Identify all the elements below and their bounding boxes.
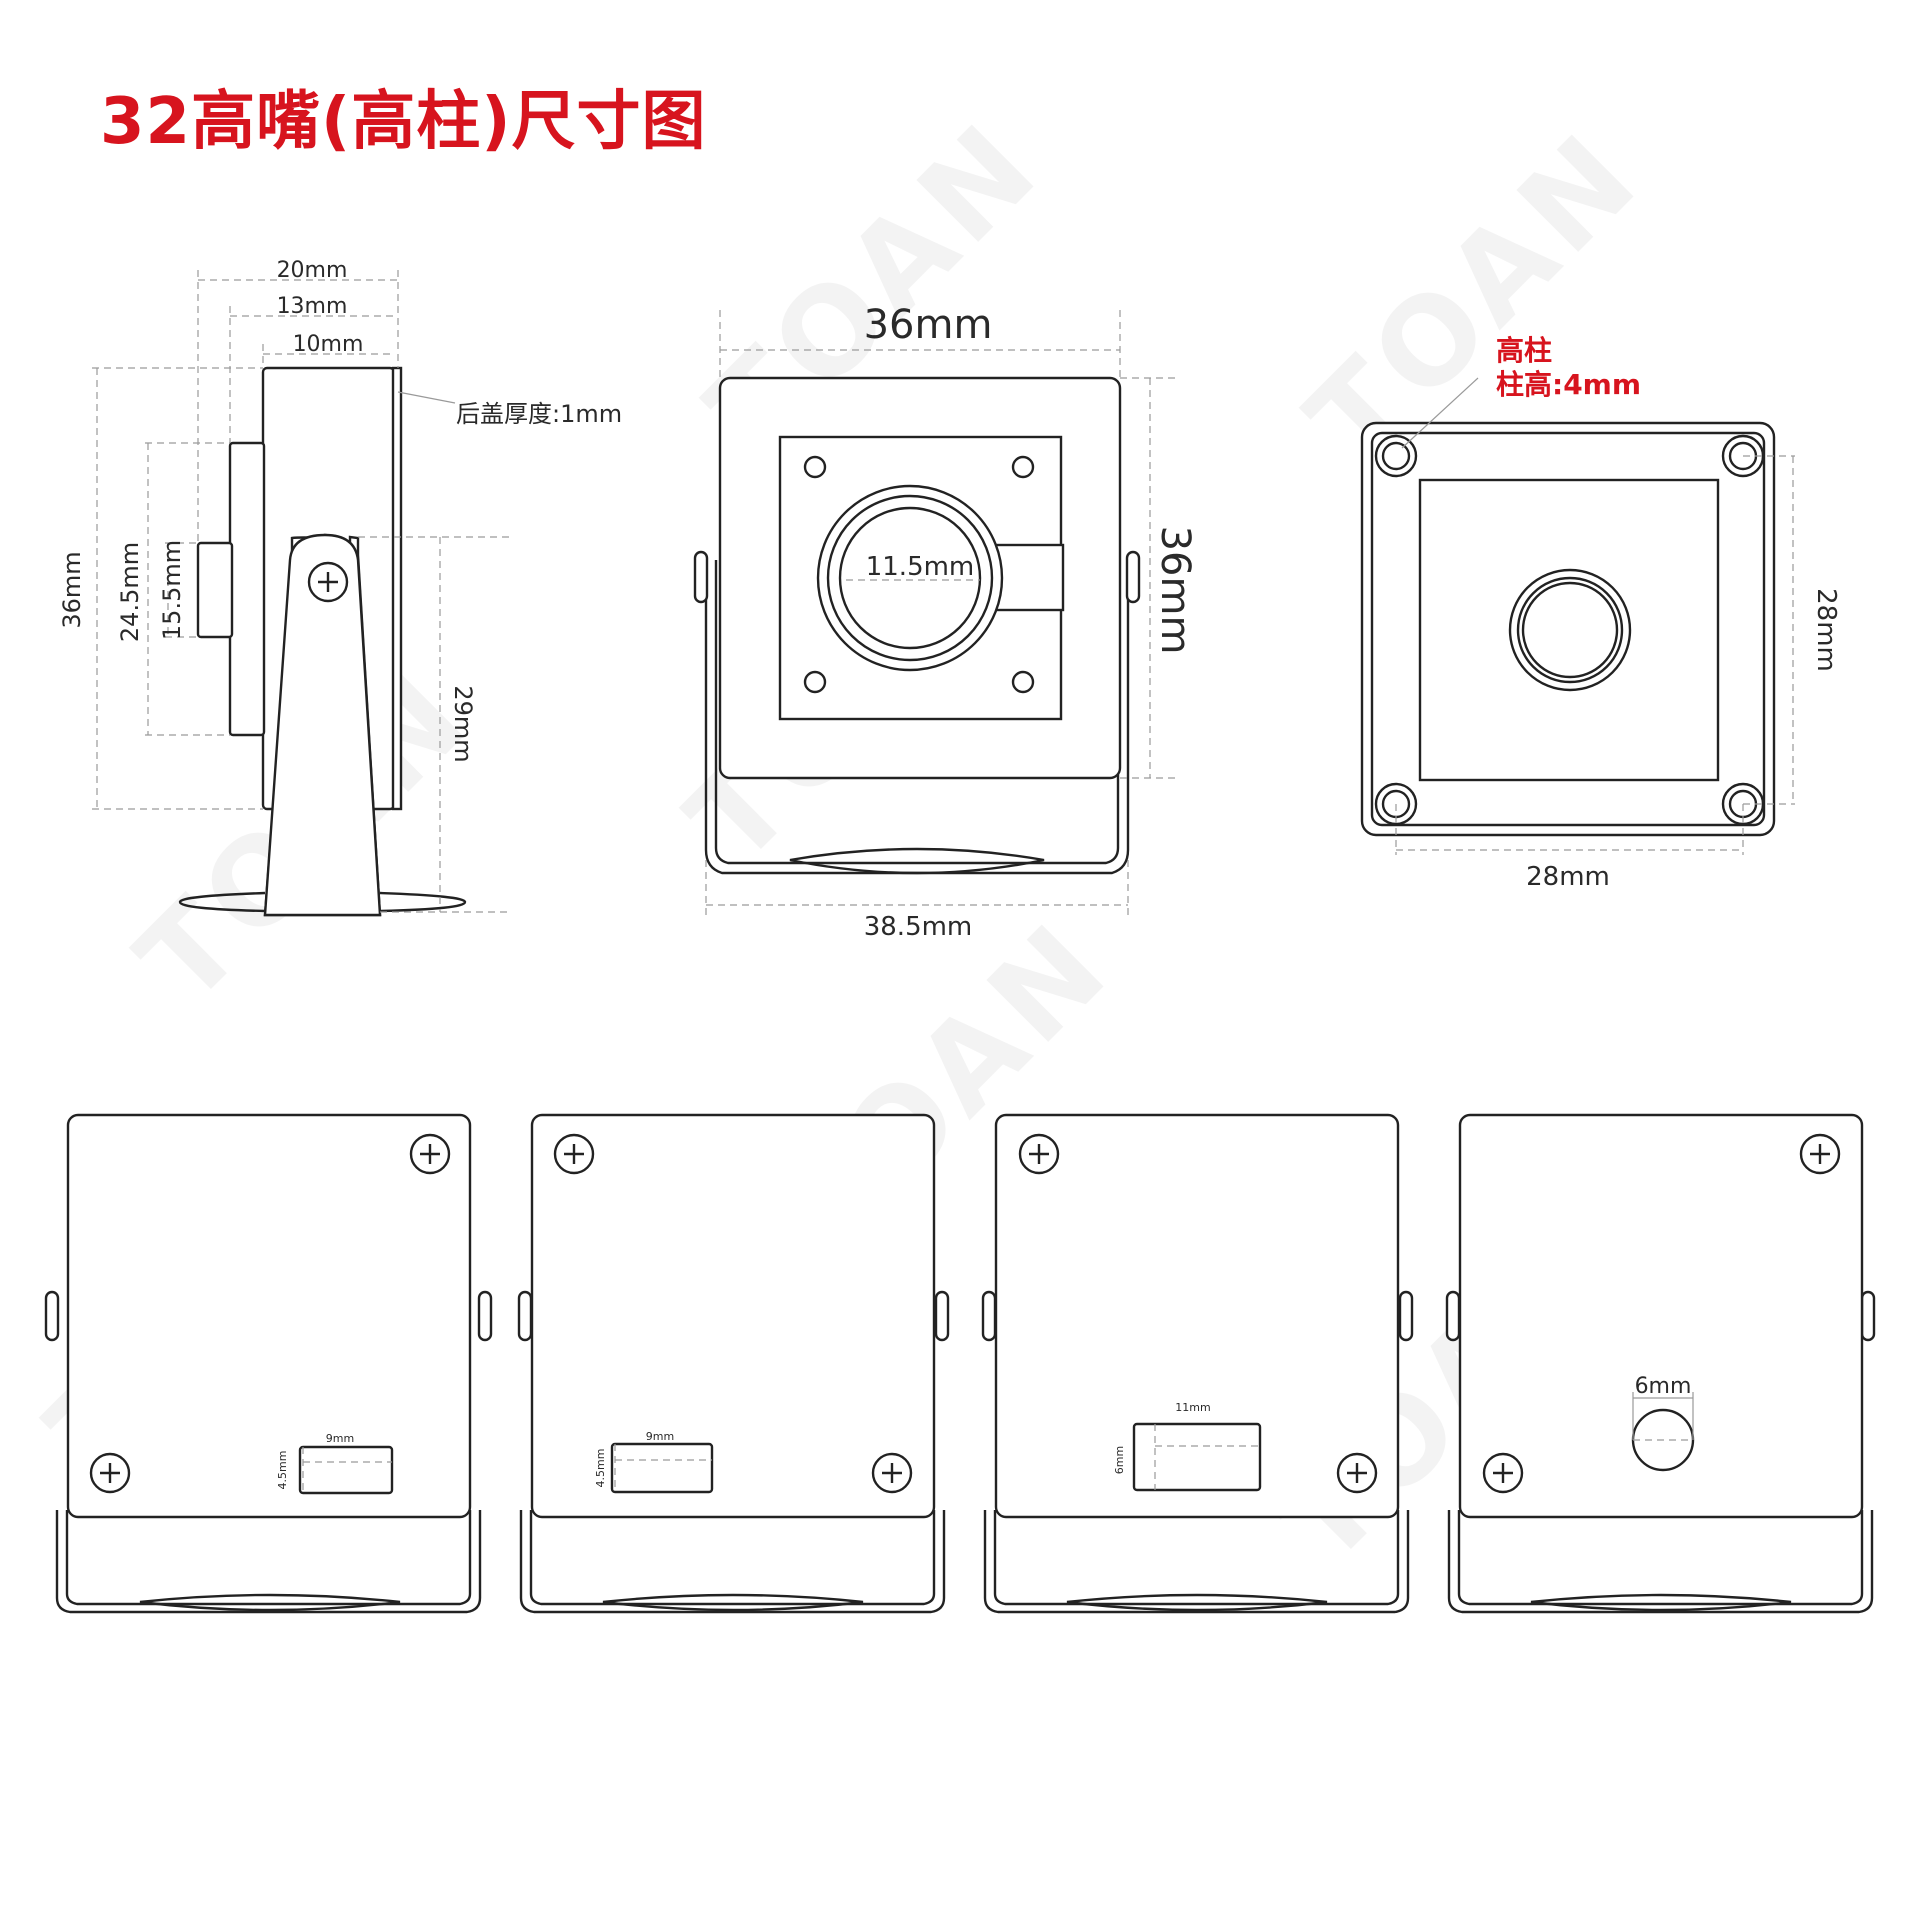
mount-hole xyxy=(1011,455,1035,479)
screw-icon xyxy=(1336,1452,1378,1494)
rear-panel-4: 6mm xyxy=(1445,1113,1876,1614)
screw-icon xyxy=(1018,1133,1060,1175)
rear-panel-1: 9mm 4.5mm xyxy=(44,1113,493,1614)
port-width-label: 11mm xyxy=(1175,1401,1210,1414)
base-ellipse xyxy=(178,891,266,913)
side-height-24-5-label: 24.5mm xyxy=(116,542,144,642)
rear-panel-2: 9mm 4.5mm xyxy=(517,1113,950,1614)
side-width-20-label: 20mm xyxy=(277,258,348,283)
screw-icon xyxy=(553,1133,595,1175)
front-height-label: 36mm xyxy=(1152,526,1198,655)
side-height-29-label: 29mm xyxy=(449,685,477,762)
page-title: 32高嘴(高柱)尺寸图 xyxy=(100,85,707,159)
screw-icon xyxy=(1482,1452,1524,1494)
usb-port xyxy=(1132,1422,1262,1492)
mount-hole xyxy=(1011,670,1035,694)
side-height-36-label: 36mm xyxy=(58,551,86,628)
rear-panel-3: 11mm 6mm xyxy=(981,1113,1414,1614)
side-height-15-5-label: 15.5mm xyxy=(158,540,186,640)
port-height-label: 4.5mm xyxy=(276,1451,289,1490)
lens-ring xyxy=(826,494,994,662)
front-view: 36mm 36mm 11.5mm 38.5mm xyxy=(693,302,1198,942)
back-lens-inner xyxy=(1516,576,1624,684)
lens-barrel-outer xyxy=(228,441,266,737)
screw-icon xyxy=(409,1133,451,1175)
mount-hole xyxy=(803,455,827,479)
lens-inner xyxy=(838,506,982,650)
back-view: 高柱 柱高:4mm 28mm 28mm xyxy=(1360,334,1841,892)
screw-icon xyxy=(89,1452,131,1494)
usb-port xyxy=(298,1445,394,1495)
lens-barrel-inner xyxy=(196,541,234,639)
usb-port xyxy=(610,1442,714,1494)
side-bracket-arm xyxy=(263,533,382,917)
back-lens-outer xyxy=(1508,568,1632,692)
lens-tab xyxy=(993,543,1065,612)
bracket-knob-right xyxy=(1125,550,1141,604)
post xyxy=(1374,434,1418,478)
hole-horizontal-label: 28mm xyxy=(1526,862,1610,892)
port-width-label: 9mm xyxy=(646,1430,674,1443)
back-lens-core xyxy=(1521,581,1619,679)
hole-vertical-label: 28mm xyxy=(1811,588,1841,672)
post-label: 高柱 xyxy=(1496,334,1552,367)
side-view: 20mm 13mm 10mm 后盖厚度:1mm 36mm 24.5mm 15.5… xyxy=(58,258,622,917)
port-height-label: 6mm xyxy=(1113,1446,1126,1474)
port-height-label: 4.5mm xyxy=(594,1449,607,1488)
port-diameter-label: 6mm xyxy=(1635,1374,1692,1399)
sensor-board xyxy=(1418,478,1720,782)
port-width-label: 9mm xyxy=(326,1432,354,1445)
side-width-10-label: 10mm xyxy=(293,332,364,357)
front-width-label: 36mm xyxy=(864,302,993,348)
front-base xyxy=(789,847,1045,875)
back-body-inner xyxy=(1370,431,1766,827)
lens-diameter-label: 11.5mm xyxy=(866,552,975,582)
bracket-knob-left xyxy=(693,550,709,604)
bracket-width-label: 38.5mm xyxy=(864,912,973,942)
mount-hole xyxy=(803,670,827,694)
rear-cover-label: 后盖厚度:1mm xyxy=(456,400,622,428)
side-width-13-label: 13mm xyxy=(277,294,348,319)
screw-icon xyxy=(871,1452,913,1494)
lens-outer xyxy=(816,484,1004,672)
rear-cover xyxy=(391,366,403,811)
post-height-label: 柱高:4mm xyxy=(1496,368,1641,401)
screw-icon xyxy=(1799,1133,1841,1175)
